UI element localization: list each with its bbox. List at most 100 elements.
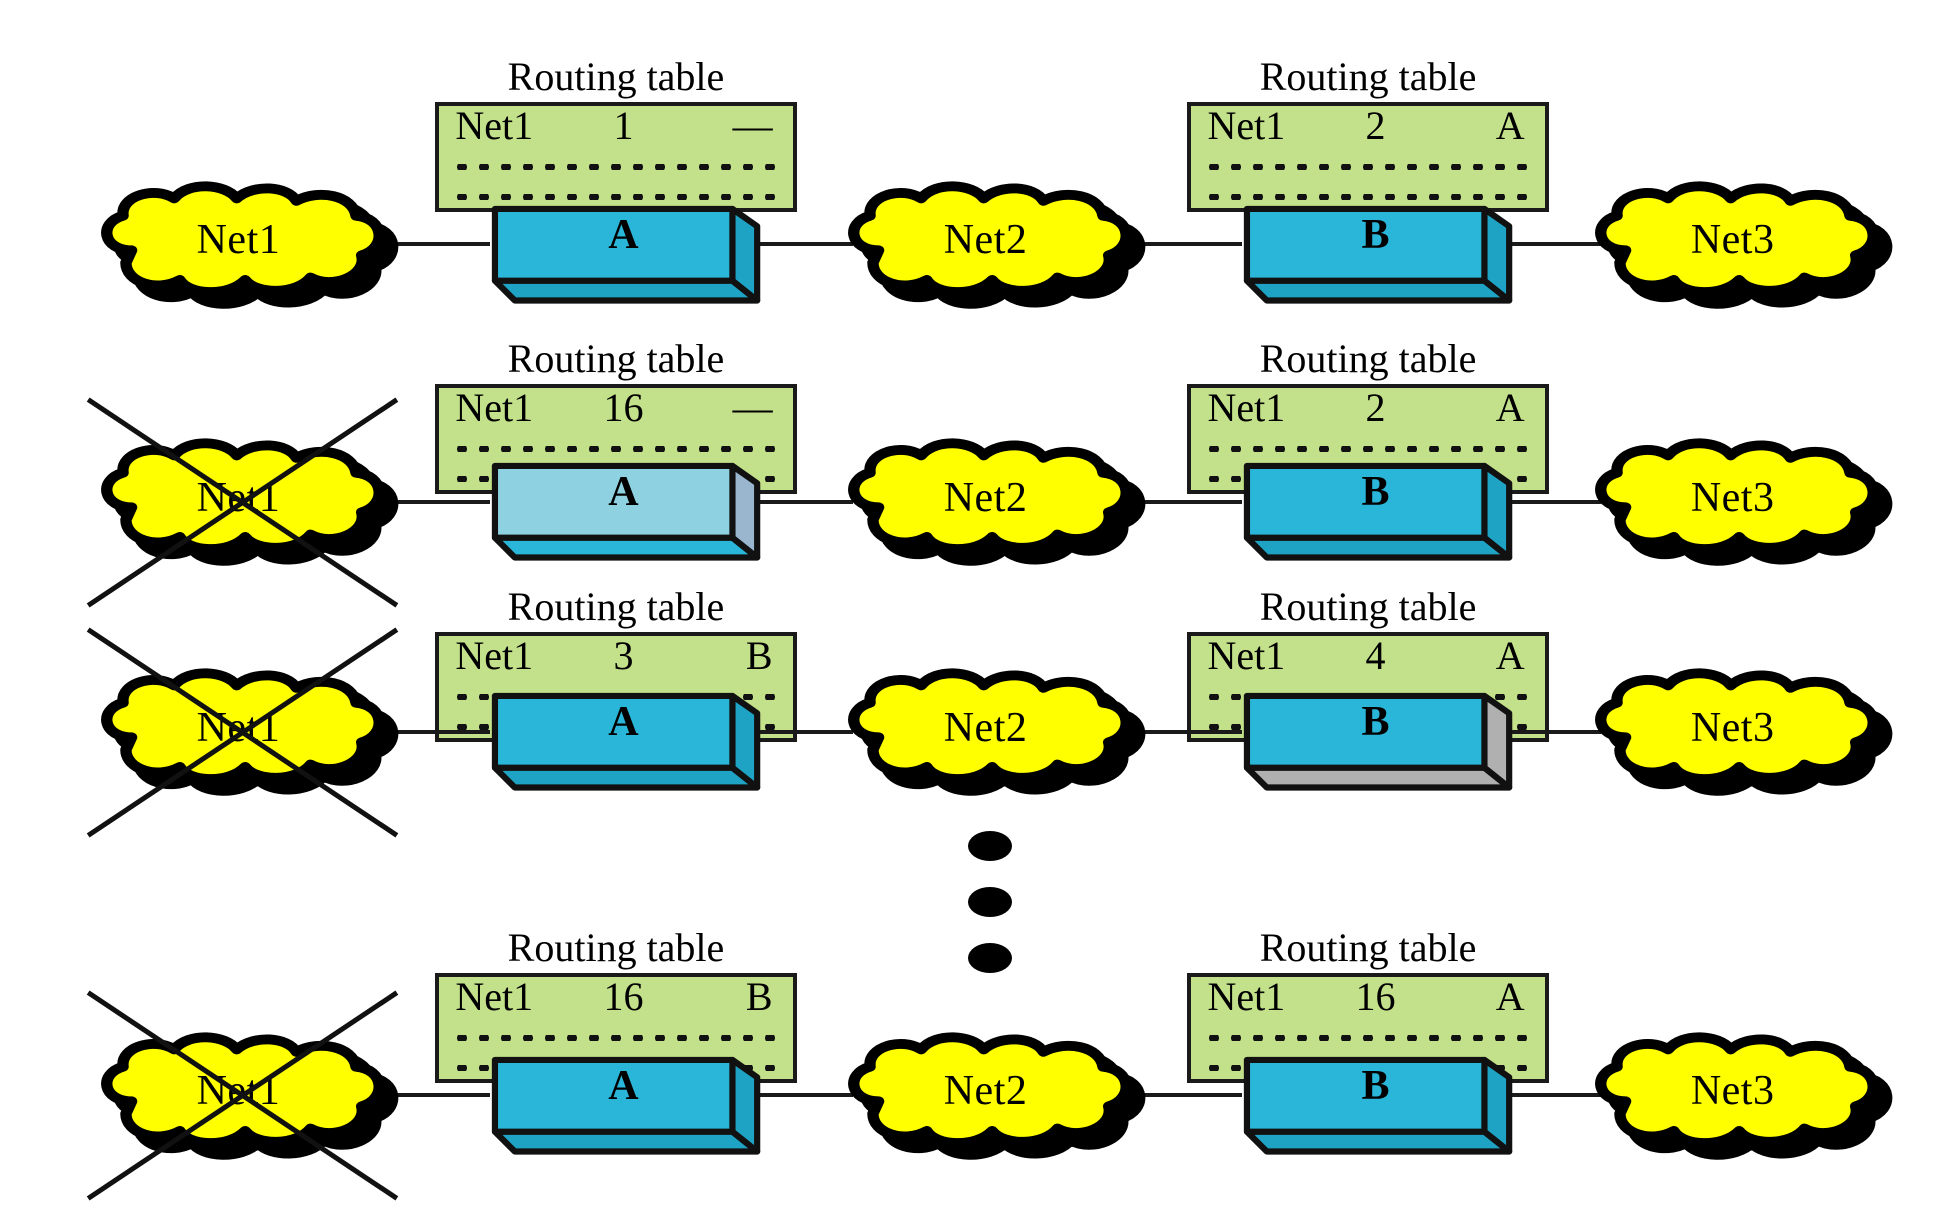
router-3d-shape [1243, 205, 1513, 304]
router-label: A [608, 212, 639, 259]
router-b-row-4[interactable]: B [1242, 1055, 1513, 1156]
routing-table-network-cell: Net1 [1207, 974, 1286, 1020]
router-label: B [1361, 469, 1390, 516]
cloud-shape [848, 668, 1146, 796]
router-3d-shape [491, 205, 761, 304]
cloud-shape [1595, 438, 1893, 566]
cloud-label: Net3 [1690, 474, 1775, 521]
link-a-net2-row-1 [757, 242, 854, 247]
router-a-row-3[interactable]: A [490, 691, 761, 792]
net1-down-cross-row-2 [57, 376, 428, 623]
link-a-net2-row-3 [757, 729, 854, 734]
link-a-net2-row-4 [757, 1093, 854, 1098]
routing-table-dotted-row [451, 164, 778, 171]
link-b-net3-row-1 [1509, 242, 1601, 247]
link-net2-b-row-1 [1125, 242, 1242, 247]
router-3d-shape [1243, 463, 1513, 561]
cloud-shape [848, 438, 1146, 566]
router-3d-shape [1243, 693, 1513, 792]
ellipsis-dot [967, 831, 1012, 862]
cloud-net2-row-3: Net2 [836, 668, 1146, 796]
router-a-row-4[interactable]: A [490, 1055, 761, 1156]
cloud-net3-row-2: Net3 [1583, 438, 1893, 566]
ellipsis-dot [967, 943, 1012, 974]
routing-table-hops-cell: 2 [1365, 385, 1386, 431]
cloud-label: Net3 [1690, 704, 1775, 751]
link-b-net3-row-2 [1509, 499, 1601, 504]
cloud-shape [848, 180, 1146, 309]
cloud-label: Net1 [196, 217, 281, 264]
routing-table-network-cell: Net1 [1207, 385, 1286, 431]
link-net1-a-row-3 [378, 729, 490, 734]
cloud-shape [101, 180, 399, 309]
cloud-net1-row-3: Net1 [89, 668, 399, 796]
router-label: B [1361, 699, 1390, 746]
routing-table-caption: Routing table [1259, 925, 1477, 971]
router-3d-shape [1243, 1056, 1513, 1155]
routing-table-dotted-row [451, 194, 778, 201]
routing-table-row: Net1 2 A [1191, 386, 1544, 430]
cloud-net1-row-1: Net1 [89, 180, 399, 309]
router-b-row-2[interactable]: B [1242, 461, 1513, 562]
routing-table-hops-cell: 3 [613, 632, 634, 678]
routing-table-hops-cell: 4 [1365, 632, 1386, 678]
routing-table-caption: Routing table [507, 583, 725, 629]
routing-table-nexthop-cell: A [1495, 385, 1525, 431]
cloud-label: Net1 [196, 1068, 281, 1115]
routing-table-caption: Routing table [507, 925, 725, 971]
router-label: A [608, 699, 639, 746]
cloud-label: Net2 [943, 474, 1028, 521]
cloud-label: Net3 [1690, 217, 1775, 264]
routing-table-hops-cell: 16 [603, 385, 644, 431]
cloud-shape [101, 1031, 399, 1160]
router-b-row-3[interactable]: B [1242, 691, 1513, 792]
routing-table-network-cell: Net1 [455, 385, 534, 431]
routing-table-nexthop-cell: A [1495, 632, 1525, 678]
router-label: B [1361, 1063, 1390, 1110]
link-net2-b-row-4 [1125, 1093, 1242, 1098]
routing-table-nexthop-cell: A [1495, 974, 1525, 1020]
routing-table-nexthop-cell: — [732, 385, 773, 431]
routing-table-caption: Routing table [507, 54, 725, 100]
link-net1-a-row-2 [378, 499, 490, 504]
link-b-net3-row-3 [1509, 729, 1601, 734]
routing-table-dotted-row [451, 1035, 778, 1042]
router-3d-shape [491, 463, 761, 561]
routing-table-dotted-row [1203, 194, 1530, 201]
routing-table-row: Net1 3 B [439, 634, 792, 678]
routing-table-network-cell: Net1 [1207, 632, 1286, 678]
cloud-shape [1595, 180, 1893, 309]
routing-table-row: Net1 16 — [439, 386, 792, 430]
routing-table-dotted-row [1203, 1035, 1530, 1042]
cloud-net1-row-2: Net1 [89, 438, 399, 566]
cloud-shape [1595, 668, 1893, 796]
link-a-net2-row-2 [757, 499, 854, 504]
routing-table-network-cell: Net1 [455, 632, 534, 678]
routing-table-hops-cell: 1 [613, 103, 634, 149]
cloud-shape [1595, 1031, 1893, 1160]
cloud-net2-row-2: Net2 [836, 438, 1146, 566]
cloud-net1-row-4: Net1 [89, 1031, 399, 1160]
router-a-row-1[interactable]: A [490, 204, 761, 305]
routing-table-hops-cell: 16 [603, 974, 644, 1020]
routing-table-caption: Routing table [1259, 336, 1477, 382]
routing-table-caption: Routing table [1259, 54, 1477, 100]
cloud-label: Net2 [943, 1068, 1028, 1115]
routing-table-hops-cell: 2 [1365, 103, 1386, 149]
cloud-net2-row-1: Net2 [836, 180, 1146, 309]
router-a-row-2[interactable]: A [490, 461, 761, 562]
routing-table-dotted-row [451, 446, 778, 453]
router-b-row-1[interactable]: B [1242, 204, 1513, 305]
routing-table-caption: Routing table [1259, 583, 1477, 629]
routing-table-dotted-row [1203, 446, 1530, 453]
cloud-shape [101, 438, 399, 566]
routing-table-network-cell: Net1 [455, 974, 534, 1020]
cloud-label: Net2 [943, 217, 1028, 264]
routing-table-nexthop-cell: B [745, 632, 773, 678]
